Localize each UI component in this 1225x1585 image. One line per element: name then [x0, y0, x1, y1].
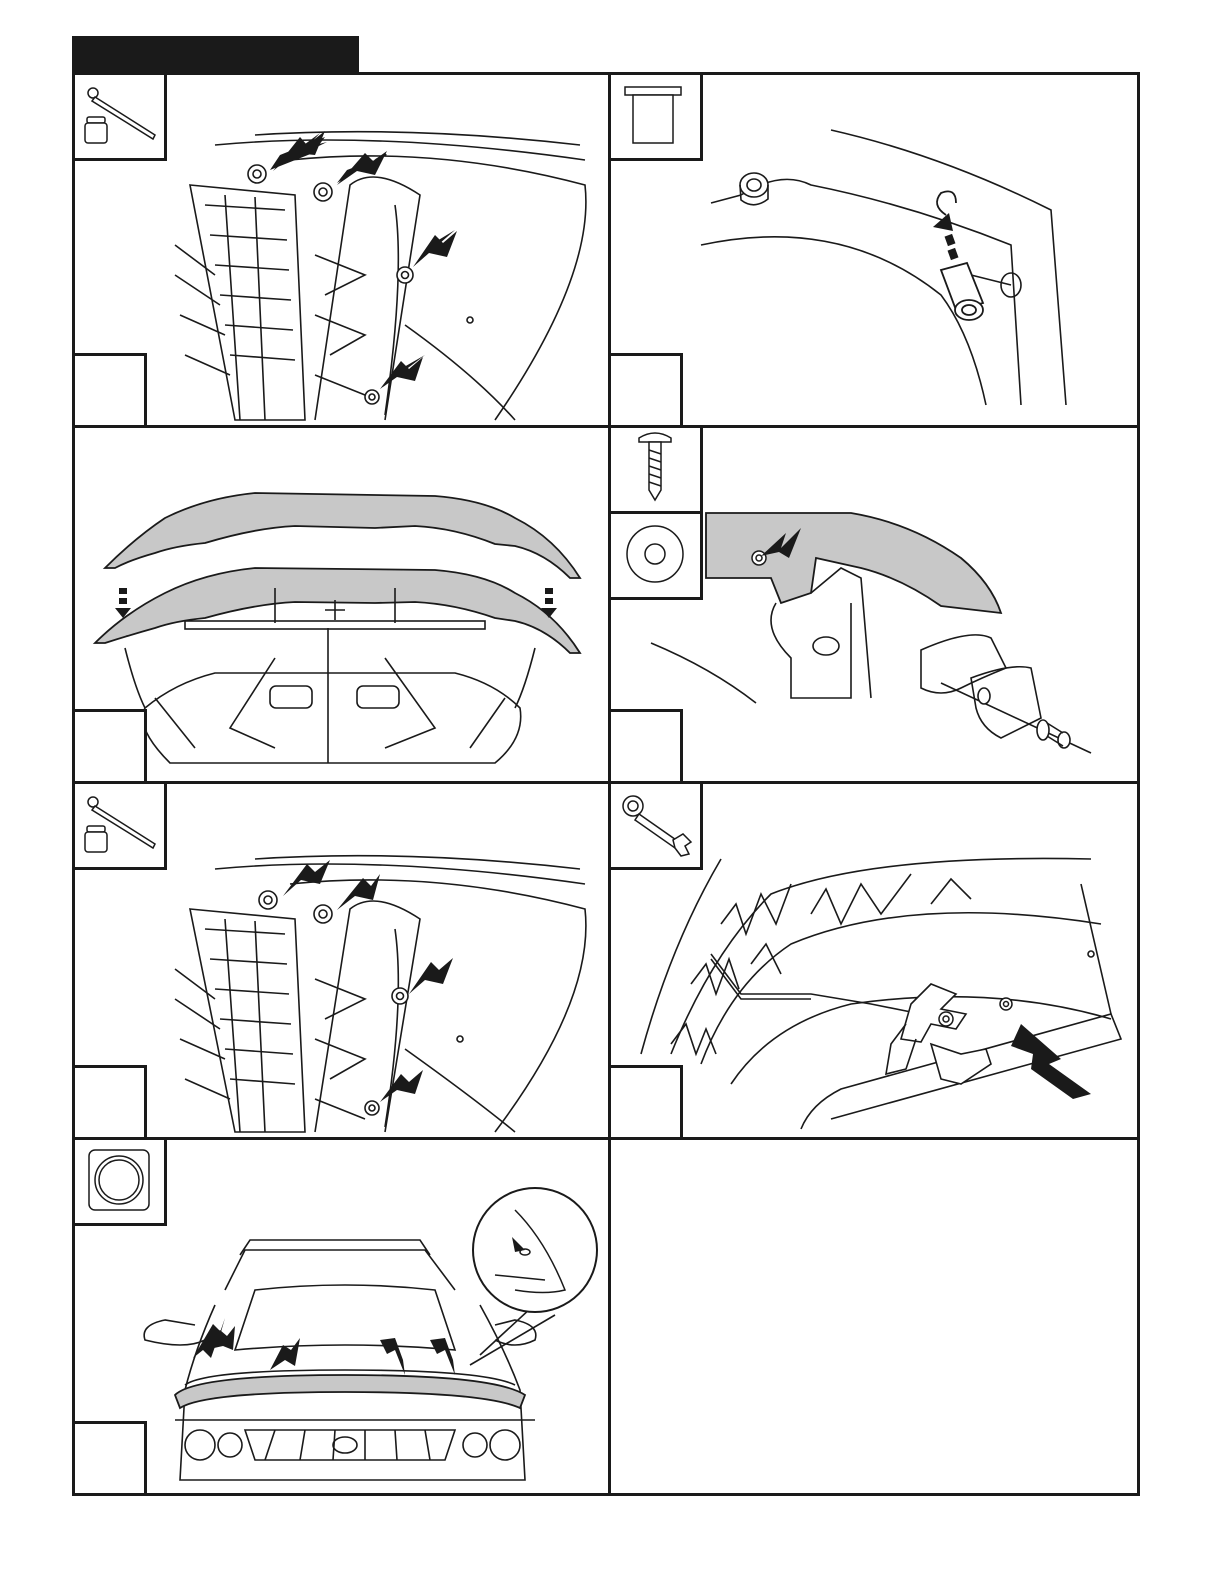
tool-icon-box	[75, 1140, 167, 1226]
header-title-bar	[72, 36, 359, 72]
step-number-box	[75, 709, 147, 781]
socket-wrench-icon	[75, 784, 163, 866]
hood-shield-upper	[105, 493, 580, 578]
step-number-box	[75, 353, 147, 425]
installed-hood-shield	[175, 1375, 525, 1408]
panel-step-1	[75, 75, 608, 425]
panel-step-7	[75, 1140, 608, 1493]
screw-icon	[611, 428, 699, 510]
tool-icon-box	[611, 784, 703, 870]
step-number-box	[611, 1065, 683, 1137]
panel-step-2	[611, 75, 1137, 425]
open-end-wrench-icon	[611, 784, 699, 866]
tool-icon-box	[611, 428, 703, 514]
step-number-box	[611, 709, 683, 781]
washer-icon	[611, 514, 699, 596]
panel-empty	[611, 1140, 1137, 1493]
panel-step-4	[611, 428, 1137, 781]
detail-magnifier-circle	[473, 1188, 597, 1312]
bumper-pad-icon	[75, 1140, 163, 1222]
bumper-bushing-icon	[611, 75, 699, 157]
tool-icon-box	[75, 75, 167, 161]
panel-step-3	[75, 428, 608, 781]
tool-icon-box	[611, 75, 703, 161]
step-number-box	[75, 1421, 147, 1493]
shield-placement-illustration	[75, 428, 608, 781]
panel-step-5	[75, 784, 608, 1137]
panel-step-6	[611, 784, 1137, 1137]
tool-icon-box	[611, 514, 703, 600]
tool-icon-box	[75, 784, 167, 870]
instruction-sheet	[72, 72, 1140, 1496]
step-number-box	[75, 1065, 147, 1137]
step-number-box	[611, 353, 683, 425]
socket-wrench-icon	[75, 75, 163, 157]
